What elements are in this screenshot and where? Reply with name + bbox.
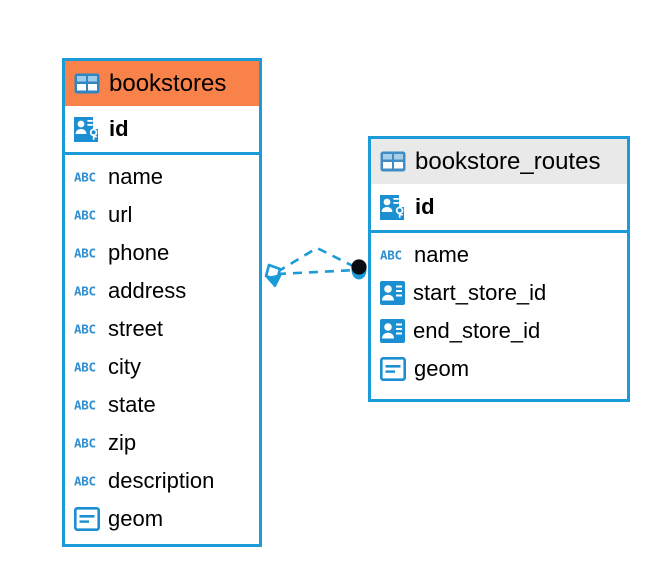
primary-key-icon (380, 194, 404, 220)
svg-text:ABC: ABC (74, 322, 96, 336)
foreign-key-icon (380, 281, 405, 305)
field-label: start_store_id (413, 280, 547, 305)
field-label: geom (414, 356, 470, 381)
primary-key-section: id (65, 106, 259, 155)
field-row-city[interactable]: ABC city (65, 348, 259, 386)
svg-text:ABC: ABC (74, 474, 96, 488)
field-row-primary-key[interactable]: id (371, 184, 627, 230)
field-label: address (108, 278, 187, 303)
abc-text-icon: ABC (74, 246, 96, 260)
relationship-link-lower (276, 268, 358, 276)
svg-text:ABC: ABC (380, 248, 402, 262)
field-label: phone (108, 240, 170, 265)
field-row-primary-key[interactable]: id (65, 106, 259, 152)
table-icon (380, 151, 406, 172)
primary-key-section: id (371, 184, 627, 233)
abc-text-icon: ABC (74, 398, 96, 412)
field-row-state[interactable]: ABC state (65, 386, 259, 424)
abc-text-icon: ABC (74, 474, 96, 488)
field-row-street[interactable]: ABC street (65, 310, 259, 348)
field-row-description[interactable]: ABC description (65, 462, 259, 500)
field-row-address[interactable]: ABC address (65, 272, 259, 310)
fields-section: ABC name ABC url ABC phone ABC ad (65, 155, 259, 538)
abc-text-icon: ABC (74, 360, 96, 374)
foreign-key-icon (380, 319, 405, 343)
field-label: state (108, 392, 156, 417)
relationship-connector[interactable] (255, 238, 375, 308)
field-label: geom (108, 506, 164, 531)
field-row-geom[interactable]: geom (371, 350, 627, 388)
field-label: name (108, 164, 164, 189)
svg-text:ABC: ABC (74, 436, 96, 450)
primary-key-icon (74, 116, 98, 142)
field-label: street (108, 316, 164, 341)
field-row-phone[interactable]: ABC phone (65, 234, 259, 272)
abc-text-icon: ABC (74, 208, 96, 222)
field-label: name (414, 242, 470, 267)
field-label: url (108, 202, 133, 227)
field-row-end-store-id[interactable]: end_store_id (371, 312, 627, 350)
abc-text-icon: ABC (380, 248, 402, 262)
field-row-geom[interactable]: geom (65, 500, 259, 538)
svg-text:ABC: ABC (74, 284, 96, 298)
field-row-url[interactable]: ABC url (65, 196, 259, 234)
entity-title: bookstore_routes (415, 147, 601, 175)
svg-text:ABC: ABC (74, 246, 96, 260)
fields-section: ABC name start_store_id (371, 233, 627, 388)
field-label: end_store_id (413, 318, 541, 343)
entity-title: bookstores (109, 69, 227, 97)
entity-table-bookstore-routes[interactable]: bookstore_routes id ABC (368, 136, 630, 402)
field-row-zip[interactable]: ABC zip (65, 424, 259, 462)
table-icon (74, 73, 100, 94)
field-label: id (109, 116, 129, 141)
svg-text:ABC: ABC (74, 360, 96, 374)
diamond-endpoint-icon (264, 263, 282, 288)
abc-text-icon: ABC (74, 284, 96, 298)
abc-text-icon: ABC (74, 322, 96, 336)
field-row-start-store-id[interactable]: start_store_id (371, 274, 627, 312)
field-label: description (108, 468, 215, 493)
field-label: id (415, 194, 435, 219)
relationship-link-upper (276, 246, 358, 274)
field-row-name[interactable]: ABC name (65, 158, 259, 196)
svg-text:ABC: ABC (74, 208, 96, 222)
abc-text-icon: ABC (74, 170, 96, 184)
circle-endpoint-icon (351, 259, 367, 280)
abc-text-icon: ABC (74, 436, 96, 450)
geometry-icon (74, 507, 100, 531)
geometry-icon (380, 357, 406, 381)
field-label: zip (108, 430, 137, 455)
field-row-name[interactable]: ABC name (371, 236, 627, 274)
svg-text:ABC: ABC (74, 398, 96, 412)
field-label: city (108, 354, 141, 379)
entity-header-bookstores[interactable]: bookstores (65, 61, 259, 106)
entity-header-bookstore-routes[interactable]: bookstore_routes (371, 139, 627, 184)
svg-text:ABC: ABC (74, 170, 96, 184)
entity-table-bookstores[interactable]: bookstores id ABC (62, 58, 262, 547)
